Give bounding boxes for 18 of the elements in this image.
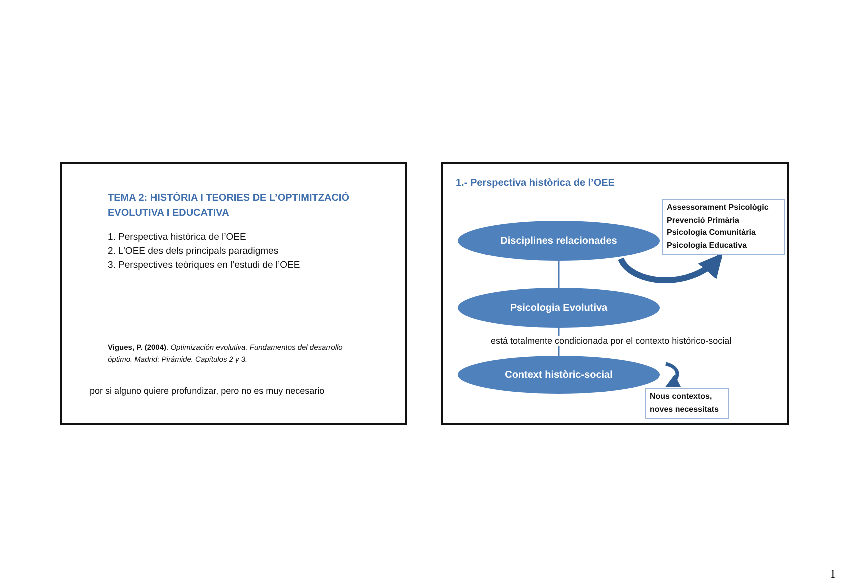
list-item: 2. L’OEE des dels principals paradigmes (108, 246, 280, 257)
list-item: 3. Perspectives teòriques en l’estudi de l’OEE (108, 260, 302, 271)
slide-title: 1.- Perspectiva històrica de l’OEE (456, 177, 616, 191)
edge-label: está totalmente condicionada por el contexto histórico-social (490, 336, 733, 346)
connector-line (558, 261, 560, 288)
page-number: 1 (830, 567, 836, 582)
note-text: por si alguno quiere profundizar, pero no es muy necesario (90, 386, 326, 396)
curved-arrow (665, 362, 682, 388)
process-ellipse: Context històric-social (458, 356, 660, 394)
slide-panel (441, 162, 789, 425)
process-ellipse: Disciplines relacionades (458, 221, 660, 261)
slide-title: TEMA 2: HISTÒRIA I TEORIES DE L’OPTIMITZACIÓ EVOLUTIVA I EDUCATIVA (108, 191, 350, 221)
text-box: Nous contextos, noves necessitats (645, 388, 729, 419)
curved-arrow (618, 254, 724, 284)
slide-panel (60, 162, 407, 425)
process-ellipse: Psicologia Evolutiva (458, 288, 660, 328)
list-item: 1. Perspectiva històrica de l’OEE (108, 232, 248, 243)
text-box: Assessorament Psicològic Prevenció Primària Psicologia Comunitària Psicologia Educativa (662, 199, 785, 255)
